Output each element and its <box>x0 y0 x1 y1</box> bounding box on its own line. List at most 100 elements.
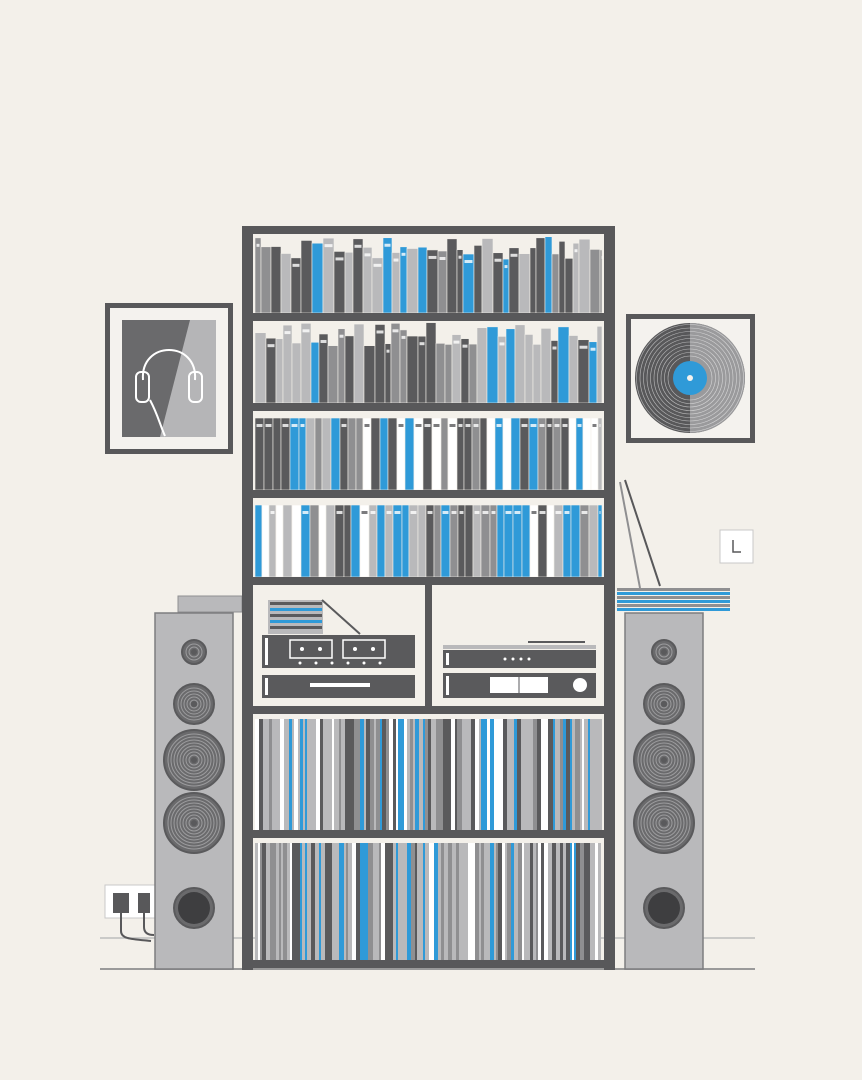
record-sleeve <box>302 843 305 960</box>
record-sleeve <box>266 719 269 830</box>
record-sleeve <box>494 843 496 960</box>
dvd-case <box>370 417 381 491</box>
spine-label <box>539 511 546 514</box>
spine-label <box>552 346 557 350</box>
record-sleeve <box>590 719 594 830</box>
dvd-case <box>272 417 282 491</box>
spine-label <box>442 511 449 514</box>
record-sleeve <box>468 843 471 960</box>
spine-label <box>592 424 597 427</box>
dvd-case <box>512 504 523 578</box>
record-sleeve <box>544 843 548 960</box>
record-sleeve <box>498 843 502 960</box>
driver-ring <box>176 805 212 841</box>
record-sleeve <box>536 843 538 960</box>
cd-case <box>270 602 322 605</box>
spine-label <box>451 511 457 514</box>
record-sleeve <box>344 843 346 960</box>
record-sleeve <box>507 843 511 960</box>
driver-ring <box>643 802 685 844</box>
record-sleeve <box>393 719 396 830</box>
record-sleeve <box>572 719 575 830</box>
stacked-record <box>617 608 730 611</box>
record-sleeve <box>330 719 332 830</box>
spine-label <box>282 424 289 427</box>
record-sleeve <box>566 843 570 960</box>
driver-ring <box>658 646 670 658</box>
record-sleeve <box>255 843 258 960</box>
reel <box>371 647 375 651</box>
book <box>374 324 386 404</box>
spine-label <box>300 424 305 427</box>
record-sleeve <box>255 719 259 830</box>
record-sleeve <box>511 843 514 960</box>
dvd-case <box>404 417 415 491</box>
record-sleeve <box>462 719 464 830</box>
spine-label <box>410 511 417 514</box>
spine-label <box>482 511 489 514</box>
dvd-case <box>254 504 263 578</box>
spine-label <box>265 424 272 427</box>
dvd-case <box>486 417 496 491</box>
book <box>476 327 488 404</box>
record-sleeve <box>563 719 566 830</box>
record-sleeve <box>518 843 522 960</box>
spine-label <box>581 511 588 514</box>
dvd-case <box>552 417 562 491</box>
shelf-divider <box>425 585 432 706</box>
driver-ring <box>658 817 670 829</box>
record-sleeve <box>352 843 356 960</box>
spine-label <box>386 511 392 514</box>
book <box>270 246 282 314</box>
driver-ring <box>177 687 211 721</box>
record-sleeve <box>385 843 389 960</box>
record-sleeve <box>436 719 439 830</box>
dvd-case <box>464 504 474 578</box>
driver-ring <box>658 754 670 766</box>
record-sleeve <box>307 719 310 830</box>
spine-label <box>292 263 300 267</box>
book <box>399 246 408 314</box>
book <box>577 339 590 404</box>
book <box>344 251 354 314</box>
record-sleeve <box>588 719 590 830</box>
button <box>527 657 531 661</box>
dvd-case <box>417 504 427 578</box>
spine-label <box>341 424 347 427</box>
driver-ring <box>176 742 212 778</box>
driver-ring <box>188 646 200 658</box>
book <box>353 323 365 404</box>
record-sleeve <box>446 843 448 960</box>
cassette-deck <box>262 635 415 668</box>
spine-label <box>474 511 480 514</box>
book <box>300 240 313 314</box>
shelf-contents <box>254 322 603 404</box>
record-sleeve <box>502 843 505 960</box>
dvd-case <box>325 504 336 578</box>
record-sleeve <box>258 843 260 960</box>
dvd-case <box>560 417 570 491</box>
spine-label <box>496 424 502 427</box>
cd-case <box>270 608 322 611</box>
record-sleeve <box>580 719 582 830</box>
record-sleeve <box>460 719 462 830</box>
dvd-case <box>588 504 599 578</box>
spine-label <box>514 511 521 514</box>
record-sleeve <box>310 719 313 830</box>
record-sleeve <box>531 719 533 830</box>
record-sleeve <box>423 843 425 960</box>
record-sleeve <box>373 843 375 960</box>
dvd-case <box>309 504 320 578</box>
record-sleeve <box>505 843 507 960</box>
record-sleeve <box>439 719 443 830</box>
spine-label <box>424 424 431 427</box>
button <box>346 661 350 665</box>
record-sleeve <box>496 843 498 960</box>
dvd-case <box>396 417 406 491</box>
dvd-case <box>268 504 277 578</box>
record-sleeve <box>463 843 465 960</box>
record-sleeve <box>263 719 266 830</box>
dvd-case <box>471 417 481 491</box>
record-sleeve <box>428 719 431 830</box>
driver-ring <box>189 699 199 709</box>
